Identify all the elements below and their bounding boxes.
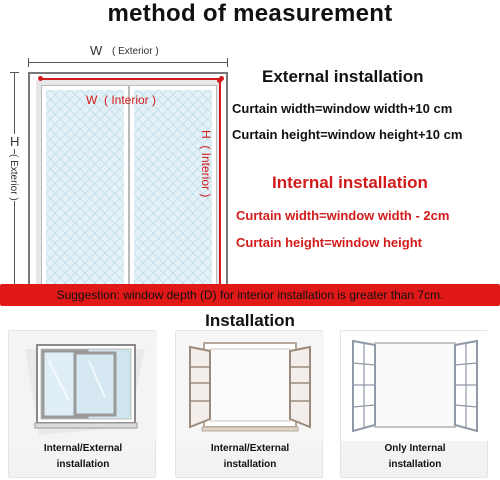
h-interior-cap-top bbox=[217, 78, 222, 83]
w-exterior-letter: W bbox=[90, 43, 103, 58]
window-pane-left bbox=[41, 85, 129, 289]
panel-1-label: Internal/External installation bbox=[43, 443, 123, 470]
h-interior-line bbox=[219, 80, 221, 296]
open-window-image bbox=[341, 331, 489, 441]
w-exterior-tick-left bbox=[28, 58, 29, 67]
suggestion-banner: Suggestion: window depth (D) for interio… bbox=[0, 284, 500, 306]
h-exterior-label: ( Exterior ) bbox=[8, 154, 19, 201]
w-exterior-line bbox=[28, 62, 228, 63]
internal-height-formula: Curtain height=window height bbox=[236, 235, 422, 250]
casement-window-image bbox=[176, 331, 324, 441]
installation-panel-sliding-window: Internal/External installation bbox=[8, 330, 157, 478]
w-exterior-label: ( Exterior ) bbox=[112, 46, 159, 57]
h-exterior-tick-top bbox=[10, 72, 19, 73]
sliding-window-image bbox=[9, 331, 157, 441]
external-height-formula: Curtain height=window height+10 cm bbox=[232, 127, 463, 142]
internal-width-formula: Curtain width=window width - 2cm bbox=[236, 208, 450, 223]
window-pane-right bbox=[129, 85, 217, 289]
h-interior-label: H ( Interior ) bbox=[199, 130, 213, 198]
panel-2-label: Internal/External installation bbox=[210, 443, 290, 470]
installation-panel-open-window: Only Internal installation bbox=[340, 330, 489, 478]
w-interior-line bbox=[40, 78, 222, 80]
external-installation-heading: External installation bbox=[262, 67, 424, 86]
w-exterior-tick-right bbox=[227, 58, 228, 67]
h-exterior-letter: H bbox=[10, 134, 20, 149]
w-interior-cap-left bbox=[38, 76, 43, 81]
installation-panel-casement-window: Internal/External installation bbox=[175, 330, 324, 478]
w-interior-label: W ( Interior ) bbox=[86, 93, 157, 107]
internal-installation-heading: Internal installation bbox=[272, 173, 428, 192]
panel-3-label: Only Internal installation bbox=[384, 443, 446, 470]
page-title: method of measurement bbox=[107, 0, 393, 27]
window-measurement-diagram: W ( Exterior ) H ( Exterior ) W ( Interi… bbox=[0, 38, 236, 304]
installation-title: Installation bbox=[205, 311, 295, 330]
external-width-formula: Curtain width=window width+10 cm bbox=[232, 101, 453, 116]
